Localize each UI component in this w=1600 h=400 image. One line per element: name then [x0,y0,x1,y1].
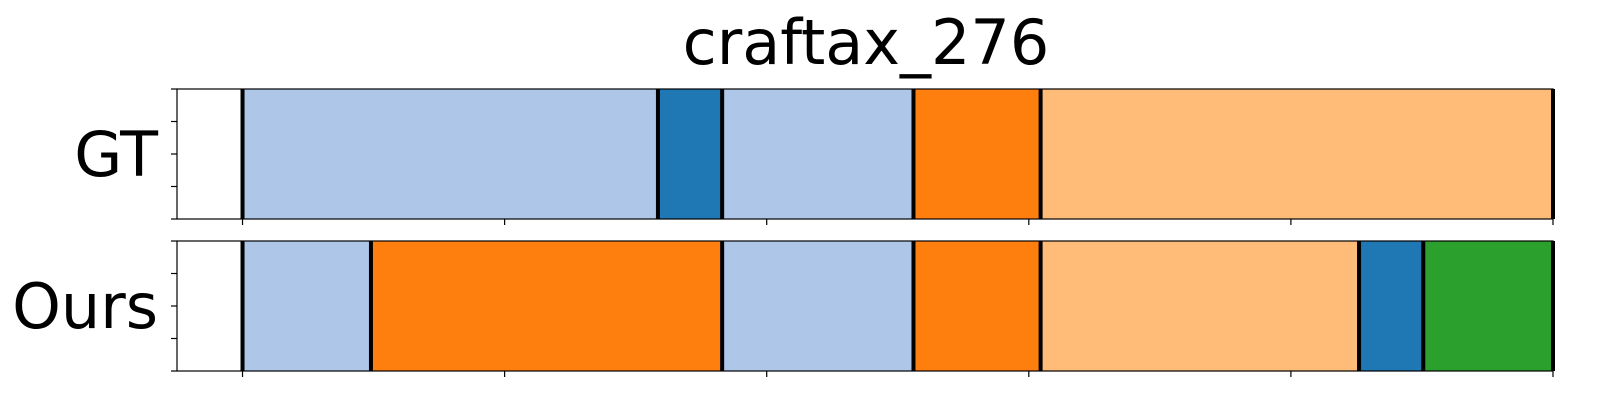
segment-bar [1359,241,1424,371]
row-label: Ours [12,270,158,343]
row-label: GT [74,118,159,191]
segment-bar [1423,241,1553,371]
segment-bar [370,241,723,371]
segment-bar [657,89,723,219]
row-gt: GT [74,88,1555,225]
segment-bar [722,89,914,219]
segment-bar [242,241,371,371]
row-ours: Ours [12,240,1555,377]
segment-bar [1040,89,1553,219]
rows-layer: GT Ours [12,88,1555,377]
segment-bar [242,89,658,219]
segment-bar [913,89,1041,219]
chart-title: craftax_276 [683,6,1050,79]
segment-bar [913,241,1041,371]
segment-bar [1040,241,1360,371]
segment-bar [722,241,914,371]
